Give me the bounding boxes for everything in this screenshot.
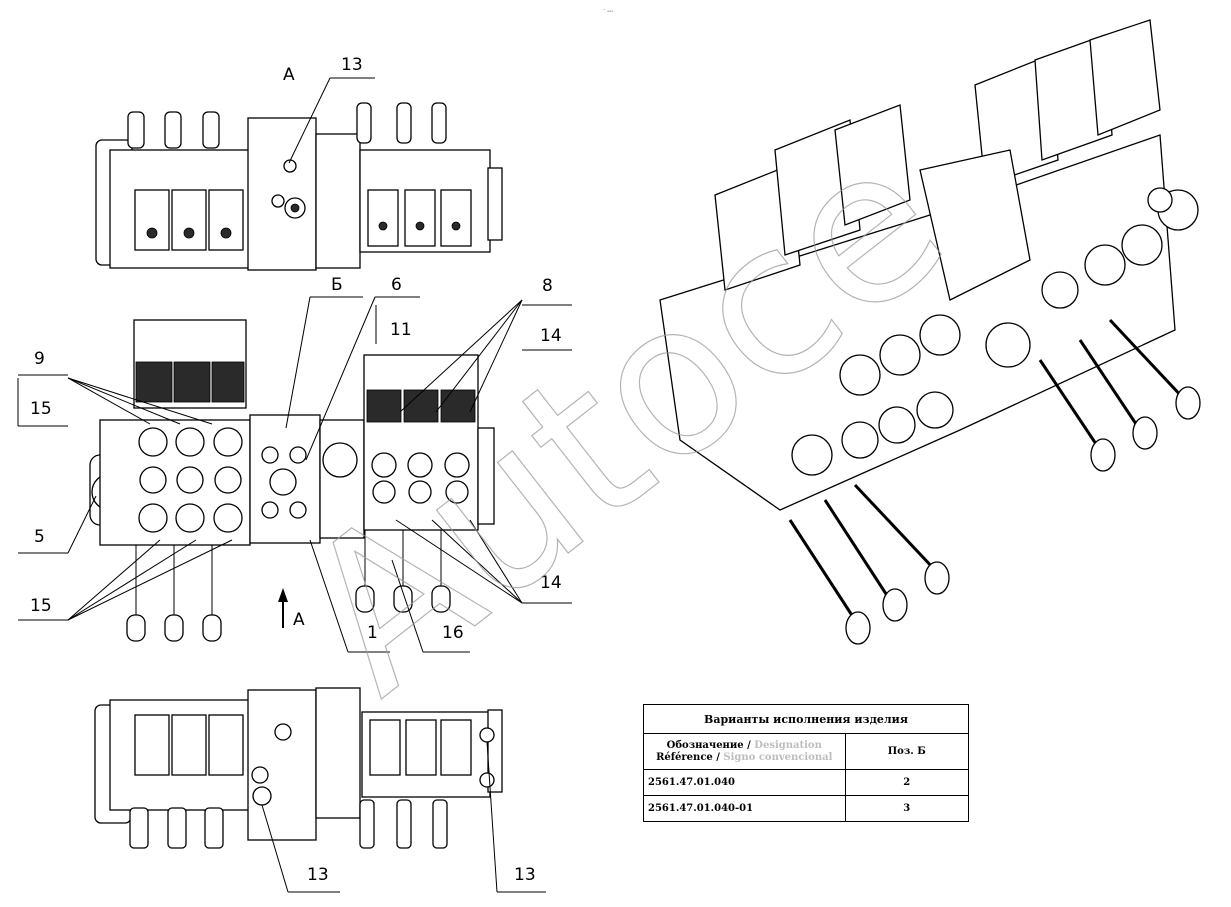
- callout-9: 9: [34, 349, 45, 369]
- top-view: А 13: [95, 55, 503, 271]
- header-designation-es: Signo convencional: [723, 751, 833, 763]
- callout-11: 11: [390, 320, 412, 340]
- table-row: 2561.47.01.040 2: [643, 769, 969, 796]
- cell-pos: 3: [844, 795, 969, 822]
- variants-table: Варианты исполнения изделия Обозначение …: [643, 704, 969, 822]
- front-view: А Б 6 11 8 14 9 15 5 15 14 1 16: [17, 275, 572, 653]
- cell-designation: 2561.47.01.040-01: [643, 795, 846, 822]
- isometric-view: [659, 19, 1201, 645]
- callout-15-lower: 15: [30, 596, 52, 616]
- header-designation-ru: Обозначение /: [666, 739, 755, 751]
- callout-section-b: Б: [331, 275, 343, 295]
- callout-15-upper: 15: [30, 399, 52, 419]
- cell-pos: 2: [844, 769, 969, 796]
- variants-table-title: Варианты исполнения изделия: [643, 704, 969, 734]
- bottom-view: 13 13: [94, 687, 546, 893]
- callout-13-bottom-left: 13: [307, 865, 329, 885]
- callout-view-a-letter: А: [283, 65, 295, 85]
- header-designation-en: Designation: [754, 739, 822, 751]
- callout-arrow-a: А: [293, 610, 305, 630]
- callout-1: 1: [367, 623, 378, 643]
- cell-designation: 2561.47.01.040: [643, 769, 846, 796]
- callout-16: 16: [442, 623, 464, 643]
- callout-14-bottom: 14: [540, 573, 562, 593]
- callout-13-bottom-right: 13: [514, 865, 536, 885]
- callout-14-top: 14: [540, 326, 562, 346]
- header-designation: Обозначение / Designation Référence / Si…: [643, 733, 846, 770]
- callout-6: 6: [391, 275, 402, 295]
- callout-8: 8: [542, 276, 553, 296]
- header-designation-fr: Référence /: [656, 751, 724, 763]
- callout-5: 5: [34, 527, 45, 547]
- header-pos-b: Поз. Б: [844, 733, 969, 770]
- header-mark: ⁻ ₒₒₒ: [603, 8, 613, 14]
- callout-13-top: 13: [341, 55, 363, 75]
- table-row: 2561.47.01.040-01 3: [643, 795, 969, 822]
